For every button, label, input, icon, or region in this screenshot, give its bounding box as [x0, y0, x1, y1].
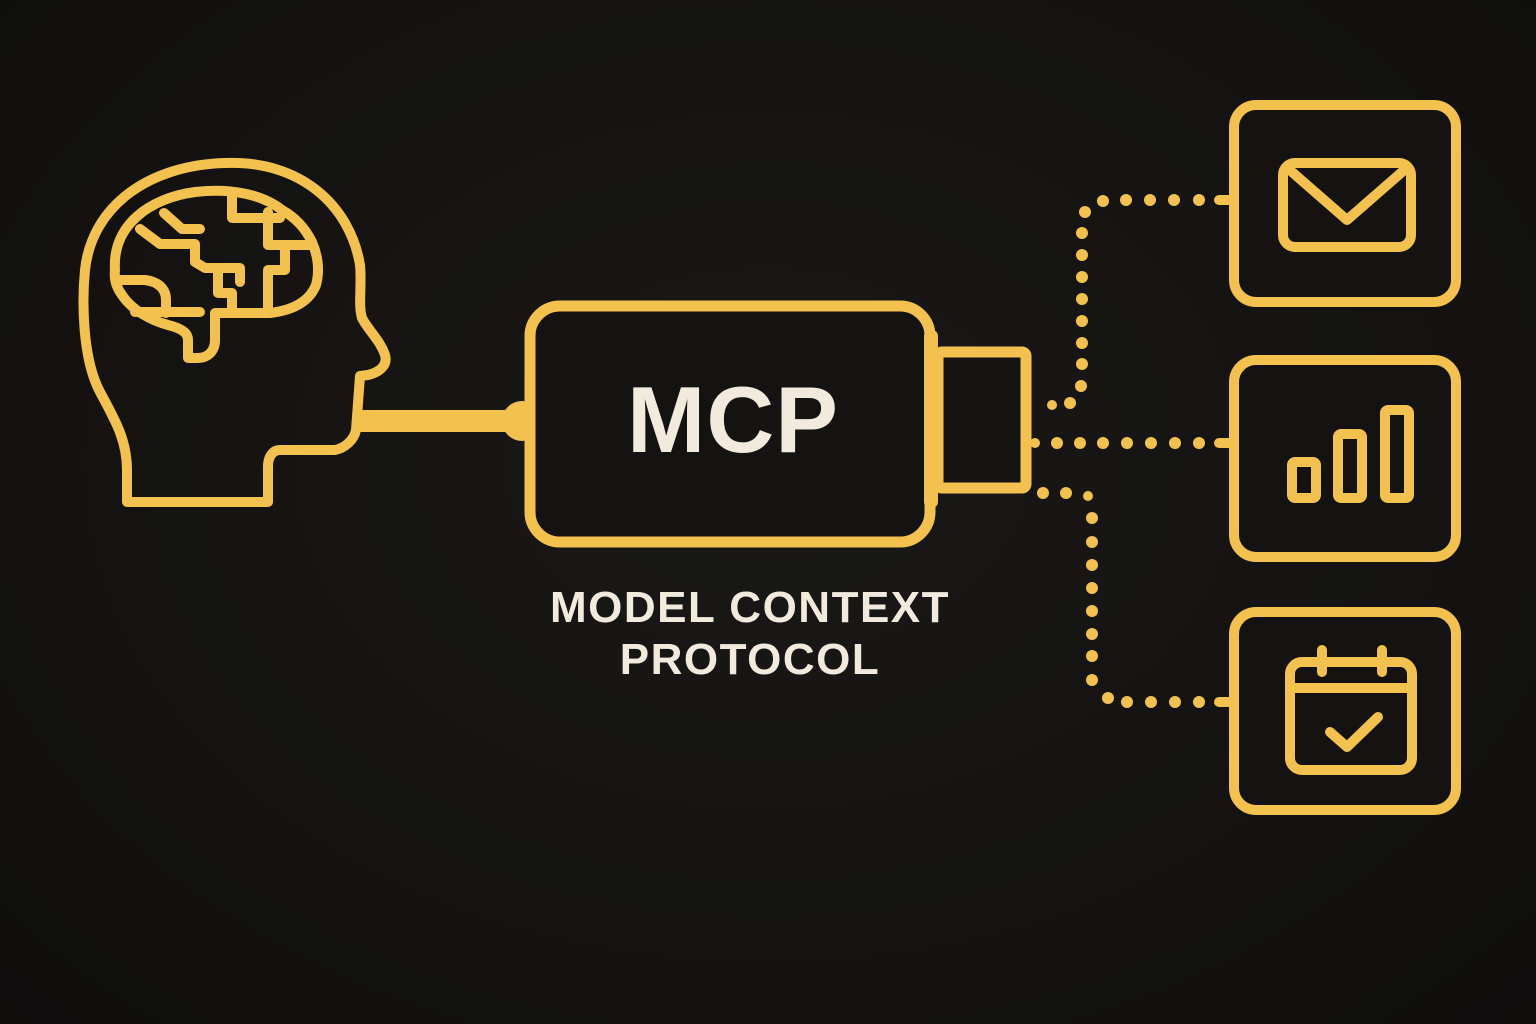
mcp-connector-body[interactable]: [524, 300, 1032, 548]
subtitle-line-2: PROTOCOL: [619, 635, 881, 684]
head-brain-icon: [78, 157, 391, 507]
dotted-connectors: [1030, 194, 1234, 708]
head-to-mcp-cable: [358, 401, 542, 441]
usb-plug-tip: [932, 346, 1032, 494]
tool-analytics-box[interactable]: [1229, 355, 1461, 562]
tool-calendar-box[interactable]: [1229, 607, 1461, 815]
dotted-line-calendar: [1037, 487, 1234, 708]
bar-chart-icon: [1287, 405, 1414, 503]
calendar-check-icon: [1285, 645, 1417, 775]
tool-email-box[interactable]: [1229, 100, 1461, 307]
envelope-icon: [1278, 158, 1416, 252]
mcp-title: MCP: [627, 367, 839, 472]
dotted-line-analytics: [1030, 437, 1234, 449]
protocol-subtitle: MODEL CONTEXT PROTOCOL: [470, 582, 1030, 686]
subtitle-line-1: MODEL CONTEXT: [549, 583, 951, 632]
dotted-line-email: [1047, 194, 1234, 410]
